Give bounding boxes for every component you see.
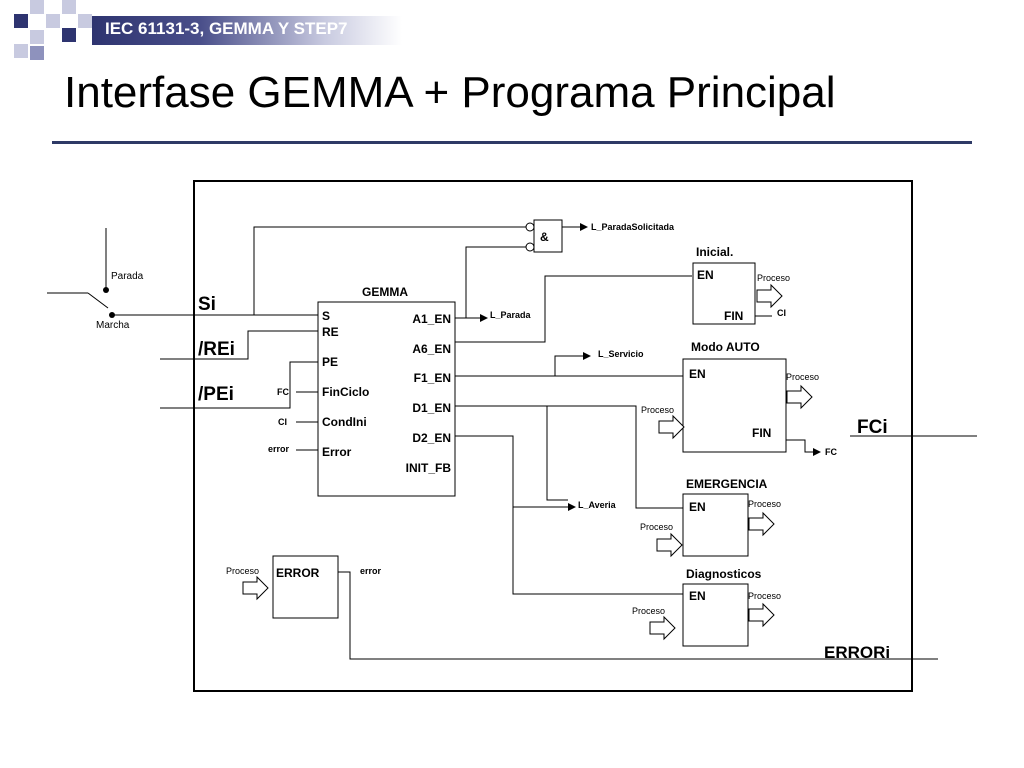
block-error-title: ERROR [276, 566, 320, 580]
label-parada: Parada [111, 271, 144, 282]
block-emergencia-title: EMERGENCIA [686, 477, 768, 491]
block-emergencia-proceso-in: Proceso [640, 522, 673, 532]
lamp-parada: L_Parada [490, 310, 532, 320]
header-square [30, 46, 44, 60]
block-auto-fin: FIN [752, 426, 771, 440]
header-square [14, 44, 28, 58]
gemma-input-s: S [322, 309, 330, 323]
arrowhead [580, 223, 588, 231]
title-divider [52, 141, 972, 144]
label-marcha: Marcha [96, 320, 130, 331]
header-title: IEC 61131-3, GEMMA Y STEP7 [105, 19, 348, 38]
header-square [30, 30, 44, 44]
gemma-output-d2: D2_EN [412, 431, 451, 445]
gemma-input-condini: CondIni [322, 415, 367, 429]
block-diagnosticos-proceso-out: Proceso [748, 591, 781, 601]
block-diagnosticos-proceso-in: Proceso [632, 606, 665, 616]
gemma-title: GEMMA [362, 285, 408, 299]
input-ci: CI [278, 417, 287, 427]
and-gate-inverted-input [525, 222, 535, 232]
input-pei: /PEi [198, 384, 234, 405]
block-error-out: error [360, 566, 382, 576]
proceso-in-arrow [649, 616, 676, 640]
block-error-output-wire [338, 571, 938, 660]
proceso-out-arrow [748, 603, 775, 627]
block-auto-proceso-in: Proceso [641, 405, 674, 415]
gemma-output-f1: F1_EN [414, 371, 451, 385]
block-error [272, 555, 339, 619]
header-bar [92, 16, 402, 45]
input-si: Si [198, 294, 216, 315]
block-auto-en: EN [689, 367, 706, 381]
lamp-parada-solicitada: L_ParadaSolicitada [591, 222, 675, 232]
start-stop-switch [47, 228, 320, 316]
input-fc: FC [277, 387, 289, 397]
header-square [62, 0, 76, 14]
proceso-in-arrow [658, 415, 685, 439]
proceso-in-arrow [656, 533, 683, 557]
block-inicial-en: EN [697, 268, 714, 282]
header-square [78, 14, 92, 28]
block-error-proceso-in: Proceso [226, 566, 259, 576]
arrowhead [568, 503, 576, 511]
gemma-output-a6: A6_EN [412, 342, 451, 356]
switch-contact [103, 287, 109, 293]
block-inicial [692, 262, 756, 325]
block-emergencia-proceso-out: Proceso [748, 499, 781, 509]
header-square [30, 0, 44, 14]
gemma-output-a1: A1_EN [412, 312, 451, 326]
header-square [14, 14, 28, 28]
proceso-in-arrow [242, 576, 269, 600]
block-auto-proceso-out: Proceso [786, 372, 819, 382]
block-inicial-fin: FIN [724, 309, 743, 323]
block-auto-fc-wire [786, 439, 813, 453]
gemma-input-error: Error [322, 445, 352, 459]
gemma-input-finciclo: FinCiclo [322, 385, 369, 399]
gemma-input-pe: PE [322, 355, 338, 369]
gemma-block [317, 301, 456, 497]
arrowhead [813, 448, 821, 456]
switch-contact [109, 312, 115, 318]
lamp-servicio: L_Servicio [598, 349, 644, 359]
input-rei: /REi [198, 339, 235, 360]
gemma-output-d1: D1_EN [412, 401, 451, 415]
gemma-output-wires [455, 246, 692, 595]
proceso-out-arrow [748, 512, 775, 536]
arrowhead [583, 352, 591, 360]
and-gate-symbol: & [540, 230, 549, 244]
block-diagnosticos [682, 583, 749, 647]
and-gate [533, 219, 563, 253]
block-inicial-ci: CI [777, 308, 786, 318]
output-errori: ERRORi [824, 643, 890, 662]
output-fci: FCi [857, 417, 888, 438]
block-inicial-title: Inicial. [696, 245, 733, 259]
header-square [46, 14, 60, 28]
block-auto-fc: FC [825, 447, 837, 457]
slide-title: Interfase GEMMA + Programa Principal [64, 68, 836, 117]
gemma-output-init-fb: INIT_FB [406, 461, 452, 475]
input-error: error [268, 444, 290, 454]
block-emergencia [682, 493, 749, 557]
lamp-averia: L_Averia [578, 500, 617, 510]
header-square [62, 28, 76, 42]
block-diagnosticos-title: Diagnosticos [686, 567, 762, 581]
and-gate-inverted-input [525, 242, 535, 252]
block-inicial-proceso: Proceso [757, 273, 790, 283]
proceso-out-arrow [756, 284, 783, 308]
gemma-input-re: RE [322, 325, 339, 339]
arrowhead [480, 314, 488, 322]
block-emergencia-en: EN [689, 500, 706, 514]
block-diagnosticos-en: EN [689, 589, 706, 603]
block-auto-title: Modo AUTO [691, 340, 760, 354]
block-auto [682, 358, 787, 453]
gemma-input-wires [160, 226, 528, 451]
proceso-out-arrow [786, 385, 813, 409]
